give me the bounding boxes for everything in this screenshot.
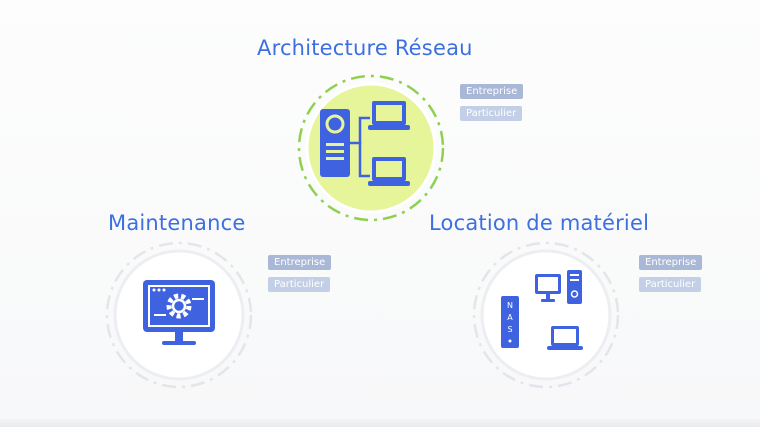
laptop-icon — [547, 326, 583, 350]
pc-tower-icon — [567, 270, 582, 304]
monitor-gear-icon — [143, 280, 215, 345]
server-icon — [320, 109, 350, 177]
dashed-ring — [297, 74, 445, 222]
badge-enterprise-architecture[interactable]: Entreprise — [460, 84, 524, 99]
dashed-ring — [105, 241, 253, 389]
maintenance-circle[interactable] — [104, 240, 254, 390]
badge-individual-maintenance[interactable]: Particulier — [268, 277, 331, 292]
bottom-edge — [0, 419, 760, 427]
architecture-circle[interactable] — [296, 73, 446, 223]
desktop-monitor-icon — [535, 274, 561, 302]
service-title-architecture: Architecture Réseau — [257, 36, 473, 60]
badge-enterprise-maintenance[interactable]: Entreprise — [268, 255, 332, 270]
dashed-ring — [472, 241, 620, 389]
laptop-icon — [368, 157, 410, 186]
badge-individual-architecture[interactable]: Particulier — [460, 106, 523, 121]
nas-label-a: A — [507, 313, 513, 322]
inner-ring — [305, 82, 437, 214]
service-title-maintenance: Maintenance — [108, 211, 246, 235]
nas-label-s: S — [507, 325, 512, 334]
network-lines-icon — [350, 116, 370, 178]
badge-enterprise-rental[interactable]: Entreprise — [639, 255, 703, 270]
service-title-rental: Location de matériel — [429, 211, 650, 235]
badge-individual-rental[interactable]: Particulier — [639, 277, 702, 292]
laptop-icon — [368, 101, 410, 130]
nas-icon: N A S — [501, 296, 519, 348]
rental-circle[interactable]: N A S — [471, 240, 621, 390]
nas-label-n: N — [507, 301, 513, 310]
